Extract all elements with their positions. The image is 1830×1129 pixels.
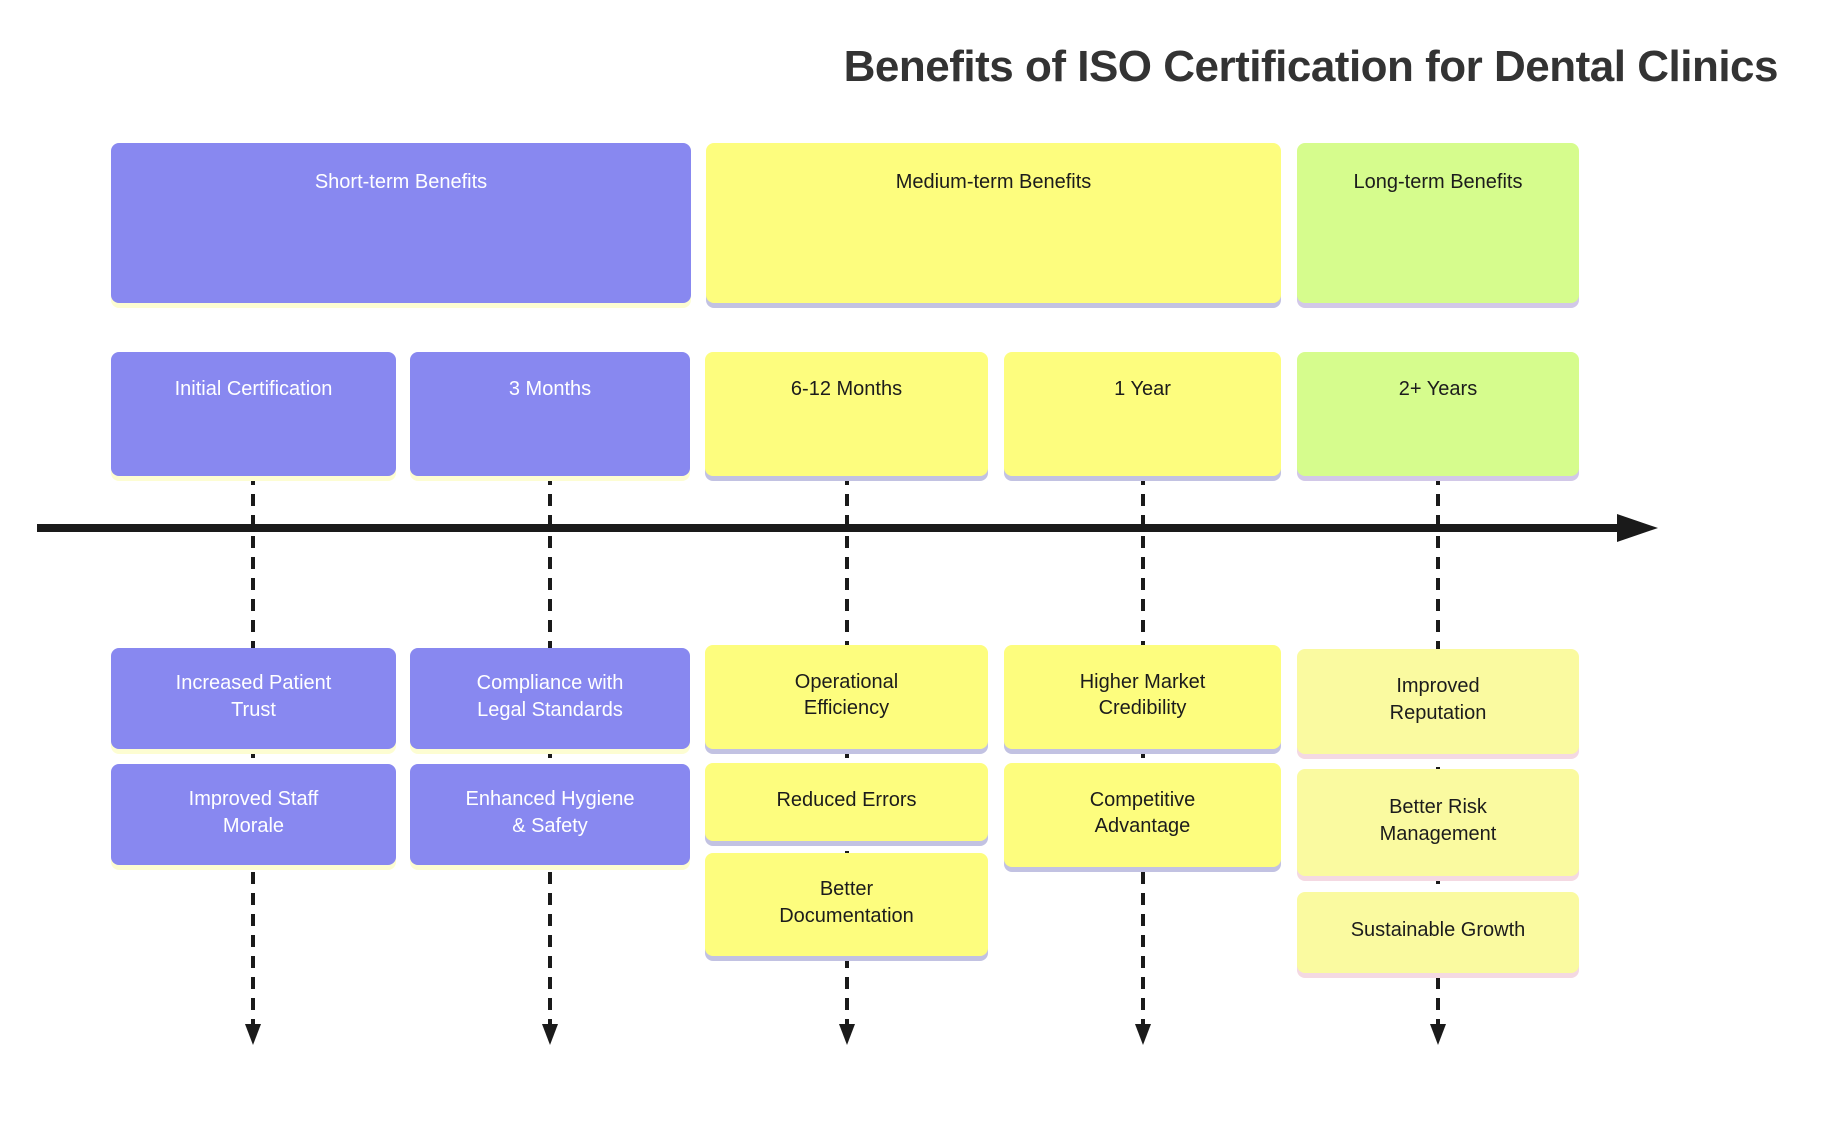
benefit-label: Improved Staff Morale [188, 788, 319, 837]
benefit-label: Better Documentation [779, 878, 914, 927]
benefit-enhanced-hygiene-safety: Enhanced Hygiene & Safety [410, 764, 690, 865]
benefit-increased-patient-trust: Increased Patient Trust [111, 648, 396, 749]
connector-arrowhead-icon-1 [245, 1024, 261, 1045]
milestone-label: Initial Certification [174, 378, 333, 400]
benefit-compliance-legal-standards: Compliance with Legal Standards [410, 648, 690, 749]
phase-label: Short-term Benefits [314, 171, 488, 193]
benefit-competitive-advantage: Competitive Advantage [1004, 763, 1281, 867]
phase-label: Medium-term Benefits [895, 171, 1092, 193]
timeline-axis-arrowhead-icon [1617, 514, 1658, 542]
benefit-label: Compliance with Legal Standards [476, 672, 624, 721]
milestone-initial-certification: Initial Certification [111, 352, 396, 476]
phase-label: Long-term Benefits [1353, 171, 1523, 193]
milestone-label: 1 Year [1114, 378, 1171, 400]
benefit-better-risk-management: Better Risk Management [1297, 769, 1579, 876]
milestone-3-months: 3 Months [410, 352, 690, 476]
benefit-label: Reduced Errors [776, 788, 917, 811]
timeline-axis [37, 524, 1620, 532]
connector-arrowhead-icon-2 [542, 1024, 558, 1045]
milestone-6-12-months: 6-12 Months [705, 352, 988, 476]
milestone-2-plus-years: 2+ Years [1297, 352, 1579, 476]
phase-header-short-term: Short-term Benefits [111, 143, 691, 303]
benefit-label: Competitive Advantage [1089, 788, 1196, 837]
benefit-label: Enhanced Hygiene & Safety [465, 788, 635, 837]
benefit-label: Better Risk Management [1379, 796, 1497, 845]
phase-header-long-term: Long-term Benefits [1297, 143, 1579, 303]
connector-arrowhead-icon-3 [839, 1024, 855, 1045]
benefit-operational-efficiency: Operational Efficiency [705, 645, 988, 749]
benefit-label: Operational Efficiency [794, 670, 899, 719]
benefit-improved-reputation: Improved Reputation [1297, 649, 1579, 754]
benefit-improved-staff-morale: Improved Staff Morale [111, 764, 396, 865]
benefit-reduced-errors: Reduced Errors [705, 763, 988, 841]
milestone-1-year: 1 Year [1004, 352, 1281, 476]
phase-header-medium-term: Medium-term Benefits [706, 143, 1281, 303]
page-title: Benefits of ISO Certification for Dental… [843, 42, 1779, 91]
connector-arrowhead-icon-4 [1135, 1024, 1151, 1045]
connector-arrowhead-icon-5 [1430, 1024, 1446, 1045]
benefit-label: Higher Market Credibility [1079, 670, 1206, 719]
benefit-label: Increased Patient Trust [175, 672, 332, 721]
benefit-better-documentation: Better Documentation [705, 853, 988, 956]
benefit-label: Improved Reputation [1389, 675, 1487, 724]
milestone-label: 3 Months [508, 378, 592, 400]
milestone-label: 6-12 Months [790, 378, 903, 400]
milestone-label: 2+ Years [1398, 378, 1478, 400]
benefit-sustainable-growth: Sustainable Growth [1297, 892, 1579, 973]
benefit-higher-market-credibility: Higher Market Credibility [1004, 645, 1281, 749]
benefit-label: Sustainable Growth [1350, 919, 1526, 942]
